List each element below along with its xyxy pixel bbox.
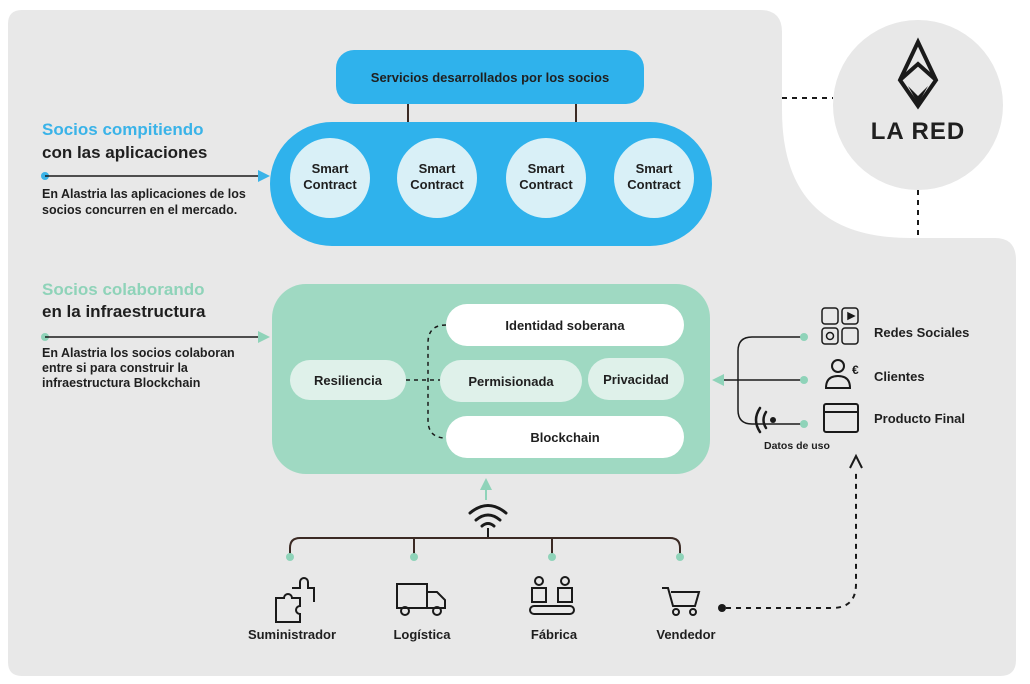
truck-icon [396, 583, 446, 616]
usage-label: Datos de uso [764, 440, 830, 452]
social-icon [821, 307, 859, 345]
smart-contract-label: Smart Contract [519, 161, 573, 192]
right-item-label: Producto Final [874, 411, 965, 426]
bottom-item-label: Suministrador [247, 627, 337, 642]
smart-contract-label: Smart Contract [410, 161, 464, 192]
smart-contract-label: Smart Contract [627, 161, 681, 192]
network-title: LA RED [870, 118, 966, 145]
left-top-title-line1: Socios compitiendo [42, 120, 204, 139]
left-bottom-desc-line1: En Alastria los socios colaboran [42, 346, 235, 360]
right-item-label: Redes Sociales [874, 325, 970, 340]
left-top-desc-line1: En Alastria las aplicaciones de los [42, 187, 246, 201]
svg-text:€: € [852, 363, 859, 377]
logo-icon [897, 37, 939, 110]
cart-icon [662, 587, 701, 616]
bottom-item-label: Vendedor [656, 627, 716, 642]
logo-icon-mark [908, 86, 928, 104]
left-bottom-title-line2: en la infraestructura [42, 302, 206, 321]
wifi-icon [468, 504, 508, 528]
client-icon [824, 359, 852, 389]
left-bottom-title-line1: Socios colaborando [42, 280, 205, 299]
identidad-label: Identidad soberana [505, 318, 625, 333]
puzzle-icon [275, 577, 315, 623]
left-top-desc-line2: socios concurren en el mercado. [42, 203, 238, 217]
smart-contract-node [397, 138, 477, 218]
signal-icon [754, 406, 768, 434]
resiliencia-label: Resiliencia [314, 373, 382, 388]
services-box [336, 50, 644, 104]
blockchain-label: Blockchain [530, 430, 600, 445]
services-label: Servicios desarrollados por los socios [370, 70, 610, 85]
bottom-item-label: Fábrica [530, 627, 578, 642]
right-item-label: Clientes [874, 369, 925, 384]
permisionada-label: Permisionada [468, 374, 554, 389]
smart-contract-label: Smart Contract [303, 161, 357, 192]
smart-contracts-pill [270, 122, 712, 246]
smart-contract-node [614, 138, 694, 218]
bottom-item-label: Logística [393, 627, 451, 642]
left-top-title-line2: con las aplicaciones [42, 143, 208, 162]
smart-contract-node [506, 138, 586, 218]
factory-icon [529, 576, 575, 615]
smart-contract-node [290, 138, 370, 218]
left-bottom-desc-line2: entre si para construir la [42, 361, 188, 375]
left-bottom-desc-line3: infraestructura Blockchain [42, 376, 201, 390]
browser-window-icon [823, 403, 859, 433]
privacidad-label: Privacidad [603, 372, 669, 387]
